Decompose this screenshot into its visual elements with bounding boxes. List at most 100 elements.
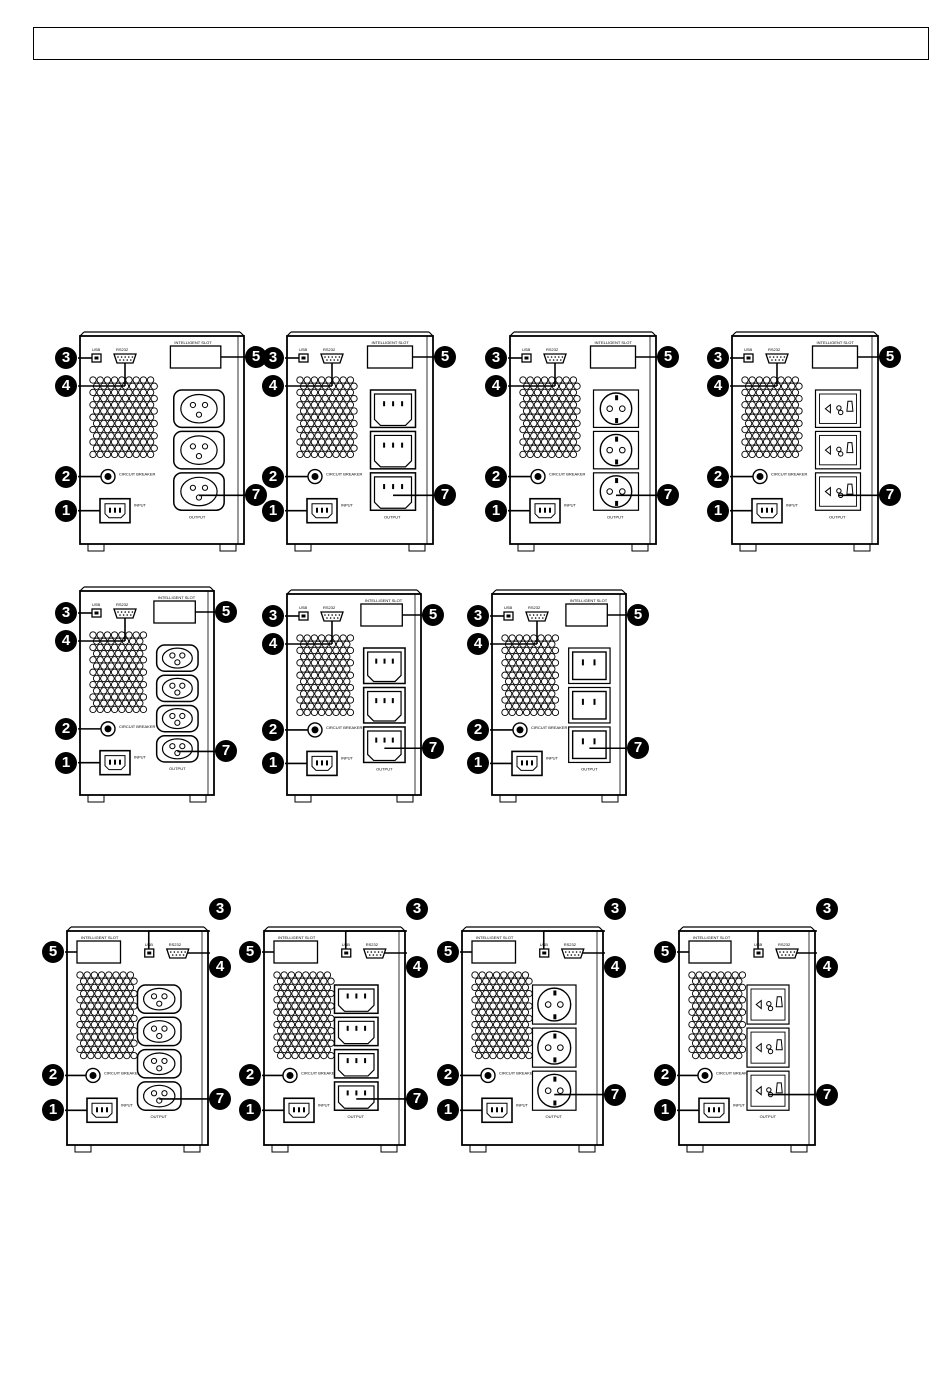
output-socket [369,472,417,512]
output-label: OUTPUT [384,514,401,519]
rs232-port [765,353,789,364]
output-label: OUTPUT [151,1114,168,1119]
input-label: INPUT [134,503,147,508]
callout-2: 2 [437,1064,459,1087]
breaker-label: CIRCUIT BREAKER [326,725,362,730]
callout-3: 3 [262,605,284,627]
callout-5: 5 [239,941,261,963]
intelligent-slot [811,345,859,369]
output-socket [369,389,417,429]
callout-5: 5 [879,346,901,368]
callout-2: 2 [467,718,489,741]
output-sockets [362,647,406,764]
callout-4: 4 [55,375,77,397]
callout-4: 4 [604,956,626,978]
output-label: OUTPUT [829,514,846,519]
callout-7: 7 [434,484,456,507]
output-socket [568,686,611,724]
slot-label: INTELLIGENT SLOT [476,935,514,940]
output-socket [592,389,640,429]
input-label: INPUT [516,1102,529,1107]
output-sockets [568,647,611,764]
callout-5: 5 [657,346,679,368]
output-socket [814,472,862,511]
breaker-label: CIRCUIT BREAKER [301,1070,337,1075]
callout-7: 7 [209,1087,231,1110]
callout-3: 3 [707,347,729,369]
output-socket [155,674,199,703]
input-label: INPUT [733,1102,746,1107]
rs232-label: RS232 [169,942,182,947]
intelligent-slot [688,940,732,964]
output-socket [333,1016,379,1047]
vent-grille [501,634,560,717]
vent-grille [296,376,358,459]
rs232-port [525,611,549,622]
rs232-port [113,608,137,619]
breaker-label: CIRCUIT BREAKER [104,1070,140,1075]
rs232-label: RS232 [116,347,129,352]
output-label: OUTPUT [760,1114,777,1119]
intelligent-slot [366,345,414,369]
intelligent-slot [589,345,637,369]
callout-1: 1 [262,752,284,775]
input-label: INPUT [134,755,147,760]
slot-label: INTELLIGENT SLOT [365,598,403,603]
output-socket [531,1027,577,1068]
breaker-label: CIRCUIT BREAKER [119,724,155,729]
output-label: OUTPUT [348,1114,365,1119]
output-sockets [333,984,379,1111]
slot-label: INTELLIGENT SLOT [278,935,316,940]
rs232-port [775,948,799,959]
callout-2: 2 [55,465,77,488]
callout-3: 3 [209,898,231,920]
input-label: INPUT [121,1102,134,1107]
header-box [33,27,929,60]
output-socket [136,1081,182,1111]
output-socket [173,430,225,470]
callout-7: 7 [816,1083,838,1106]
intelligent-slot [360,603,403,627]
intelligent-slot [471,940,517,964]
rs232-label: RS232 [528,605,541,610]
usb-label: USB [522,347,531,352]
callout-2: 2 [262,465,284,488]
callout-5: 5 [654,941,676,963]
output-socket [568,647,611,685]
rs232-label: RS232 [323,605,336,610]
callout-5: 5 [215,601,237,623]
slot-label: INTELLIGENT SLOT [570,598,608,603]
breaker-label: CIRCUIT BREAKER [499,1070,535,1075]
vent-grille [76,971,138,1060]
rs232-port [362,948,387,959]
rs232-port [165,948,190,959]
output-label: OUTPUT [189,514,206,519]
output-socket [592,430,640,470]
usb-label: USB [299,605,308,610]
breaker-label: CIRCUIT BREAKER [326,472,362,477]
output-socket [746,1027,790,1068]
input-label: INPUT [564,503,577,508]
output-sockets [592,389,640,511]
output-socket [136,1016,182,1047]
breaker-label: CIRCUIT BREAKER [771,472,807,477]
output-label: OUTPUT [169,766,186,771]
callout-4: 4 [406,956,428,978]
usb-label: USB [504,605,513,610]
rs232-label: RS232 [768,347,781,352]
callout-5: 5 [245,346,267,368]
callout-4: 4 [262,375,284,397]
input-label: INPUT [341,755,354,760]
vent-grille [519,376,581,459]
rs232-label: RS232 [116,602,129,607]
breaker-label: CIRCUIT BREAKER [549,472,585,477]
callout-4: 4 [262,633,284,655]
callout-1: 1 [239,1099,261,1122]
breaker-label: CIRCUIT BREAKER [531,725,567,730]
output-socket [333,1048,379,1079]
output-label: OUTPUT [546,1114,563,1119]
callout-5: 5 [627,604,649,626]
callout-4: 4 [485,375,507,397]
